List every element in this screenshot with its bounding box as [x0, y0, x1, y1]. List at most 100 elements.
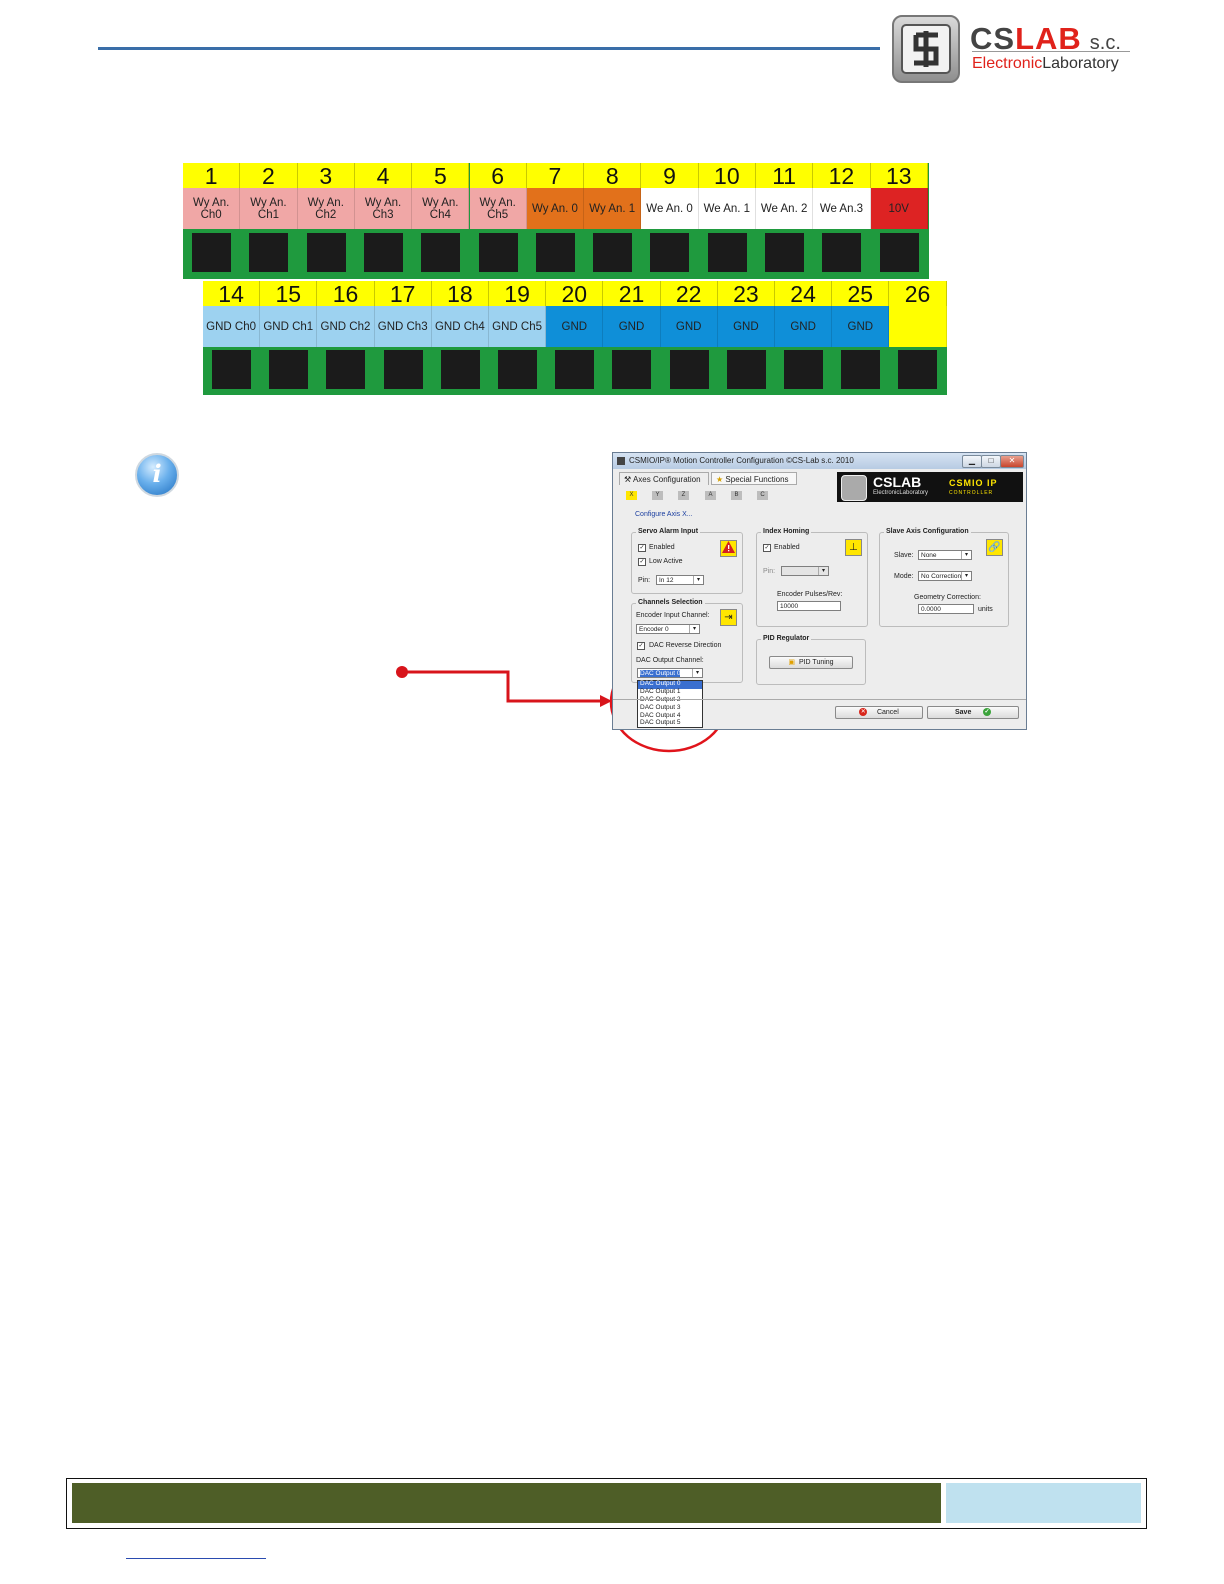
close-button[interactable]: ✕	[1000, 455, 1024, 468]
terminal-number: 1	[183, 163, 241, 189]
encoder-input-label: Encoder Input Channel:	[636, 612, 710, 619]
homing-icon: ⊥	[845, 539, 862, 556]
save-button[interactable]: Save ✓	[927, 706, 1019, 719]
axis-tab-c[interactable]: C	[757, 491, 768, 500]
footer-link-underline[interactable]	[126, 1558, 266, 1559]
chevron-down-icon: ▾	[961, 572, 971, 580]
terminal-number: 22	[660, 281, 718, 307]
mode-label: Mode:	[894, 573, 914, 580]
slave-label: Slave:	[894, 552, 914, 559]
terminal-number: 3	[297, 163, 355, 189]
dac-option[interactable]: DAC Output 4	[640, 711, 681, 719]
terminal-label: GND Ch0	[203, 306, 261, 347]
axes-icon: ⚒	[624, 475, 632, 484]
cancel-button[interactable]: ✕ Cancel	[835, 706, 923, 719]
low-active-label: Low Active	[649, 558, 683, 565]
alarm-warning-icon	[720, 540, 737, 557]
mode-select[interactable]: No Correction▾	[918, 571, 972, 581]
terminal-screw-slot	[784, 350, 823, 389]
terminal-label: We An. 0	[641, 188, 699, 229]
cancel-icon: ✕	[859, 708, 868, 717]
pid-tuning-button[interactable]: ▣ PID Tuning	[769, 656, 853, 669]
servo-alarm-title: Servo Alarm Input	[636, 528, 701, 535]
logo-tagline: ElectronicLaboratory	[972, 55, 1119, 72]
terminal-screw-slot	[212, 350, 251, 389]
terminal-number: 6	[469, 163, 527, 189]
terminal-number: 18	[431, 281, 489, 307]
cslab-logo-mark	[892, 15, 960, 83]
terminal-screw-slot	[192, 233, 231, 272]
slave-select[interactable]: None▾	[918, 550, 972, 560]
servo-pin-select[interactable]: In 12▾	[656, 575, 704, 585]
terminal-label: GND	[832, 306, 890, 347]
axis-tab-b[interactable]: B	[731, 491, 742, 500]
servo-enabled-checkbox[interactable]: ✓	[638, 544, 646, 552]
axis-tab-y[interactable]: Y	[652, 491, 663, 500]
axis-tab-x[interactable]: X	[626, 491, 637, 500]
terminal-number: 8	[584, 163, 642, 189]
terminal-number: 13	[870, 163, 928, 189]
terminal-screw-slot	[535, 233, 575, 272]
index-homing-group: Index Homing ✓ Enabled Pin: ▾ Encoder Pu…	[756, 528, 868, 627]
terminal-label: GND	[717, 306, 775, 347]
dac-reverse-checkbox[interactable]: ✓	[637, 642, 645, 650]
terminal-label: GND Ch1	[260, 306, 318, 347]
terminal-screw-slot	[383, 350, 423, 389]
tab-axes-configuration[interactable]: ⚒ Axes Configuration	[619, 472, 709, 485]
header-rule	[98, 47, 880, 50]
encoder-input-select[interactable]: Encoder 0▾	[636, 624, 700, 634]
terminal-number: 21	[603, 281, 661, 307]
terminal-label: Wy An. Ch2	[297, 188, 355, 229]
app-icon	[617, 457, 625, 465]
terminal-number: 26	[889, 281, 947, 307]
terminal-number: 17	[374, 281, 432, 307]
slave-axis-title: Slave Axis Configuration	[884, 528, 971, 535]
terminal-label: Wy An. Ch5	[469, 188, 527, 229]
terminal-screw-slot	[669, 350, 709, 389]
footer-page-box	[946, 1483, 1141, 1523]
info-icon: i	[135, 453, 179, 497]
terminal-number: 9	[641, 163, 699, 189]
terminal-number: 11	[756, 163, 814, 189]
terminal-number: 2	[240, 163, 298, 189]
dac-option[interactable]: DAC Output 5	[640, 719, 681, 727]
axis-tab-a[interactable]: A	[705, 491, 716, 500]
channels-icon: ⇥	[720, 609, 737, 626]
minimize-button[interactable]: ▁	[962, 455, 982, 468]
slave-axis-group: Slave Axis Configuration Slave: None▾ Mo…	[879, 528, 1009, 627]
terminal-number: 5	[412, 163, 470, 189]
index-homing-title: Index Homing	[761, 528, 812, 535]
terminal-screw-slot	[363, 233, 403, 272]
terminal-screw-slot	[555, 350, 595, 389]
dialog-logo-icon	[841, 475, 867, 501]
encoder-pulses-input[interactable]: 10000	[777, 601, 841, 611]
terminal-label: GND	[546, 306, 604, 347]
terminal-label: GND Ch2	[317, 306, 375, 347]
terminal-label: GND	[775, 306, 833, 347]
terminal-screw-slot	[326, 350, 366, 389]
terminal-screw-slot	[650, 233, 690, 272]
maximize-button[interactable]: □	[981, 455, 1001, 468]
terminal-screw-slot	[440, 350, 480, 389]
terminal-screw-slot	[822, 233, 862, 272]
terminal-number: 16	[317, 281, 375, 307]
index-pin-select[interactable]: ▾	[781, 566, 829, 576]
geometry-input[interactable]: 0.0000	[918, 604, 974, 614]
link-icon: 🔗	[986, 539, 1003, 556]
dac-option[interactable]: DAC Output 0	[638, 680, 702, 689]
encoder-pulses-label: Encoder Pulses/Rev:	[777, 591, 843, 598]
dac-option[interactable]: DAC Output 1	[640, 687, 681, 695]
pid-icon: ▣	[788, 659, 796, 666]
low-active-checkbox[interactable]: ✓	[638, 558, 646, 566]
axis-tab-z[interactable]: Z	[678, 491, 689, 500]
footer-frame	[66, 1478, 1147, 1529]
dac-option[interactable]: DAC Output 3	[640, 703, 681, 711]
tab-special-functions[interactable]: ★ Special Functions	[711, 472, 797, 485]
chevron-down-icon: ▾	[689, 625, 699, 633]
index-enabled-checkbox[interactable]: ✓	[763, 544, 771, 552]
dac-output-select[interactable]: DAC Output 0▾	[637, 668, 703, 678]
dialog-titlebar: CSMIO/IP® Motion Controller Configuratio…	[613, 453, 1026, 469]
terminal-number: 12	[813, 163, 871, 189]
terminal-number: 20	[546, 281, 604, 307]
terminal-label: GND Ch4	[431, 306, 489, 347]
